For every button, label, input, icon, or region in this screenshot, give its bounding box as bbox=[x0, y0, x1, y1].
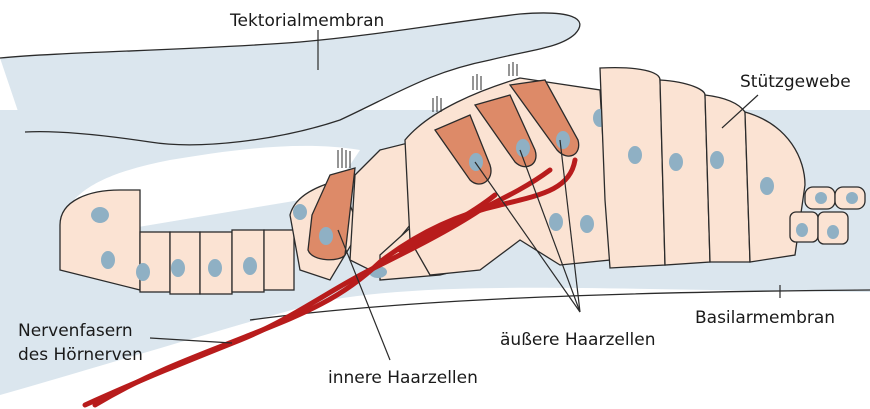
label-aeussere-haarzellen: äußere Haarzellen bbox=[500, 330, 656, 350]
label-tektorialmembran: Tektorialmembran bbox=[229, 11, 384, 31]
label-stuetzgewebe: Stützgewebe bbox=[740, 72, 851, 92]
label-basilarmembran: Basilarmembran bbox=[695, 308, 835, 328]
outer-region bbox=[405, 62, 610, 275]
label-innere-haarzellen: innere Haarzellen bbox=[328, 368, 478, 388]
label-nervenfasern-2: des Hörnerven bbox=[18, 345, 143, 365]
label-nervenfasern-1: Nervenfasern bbox=[18, 321, 133, 341]
